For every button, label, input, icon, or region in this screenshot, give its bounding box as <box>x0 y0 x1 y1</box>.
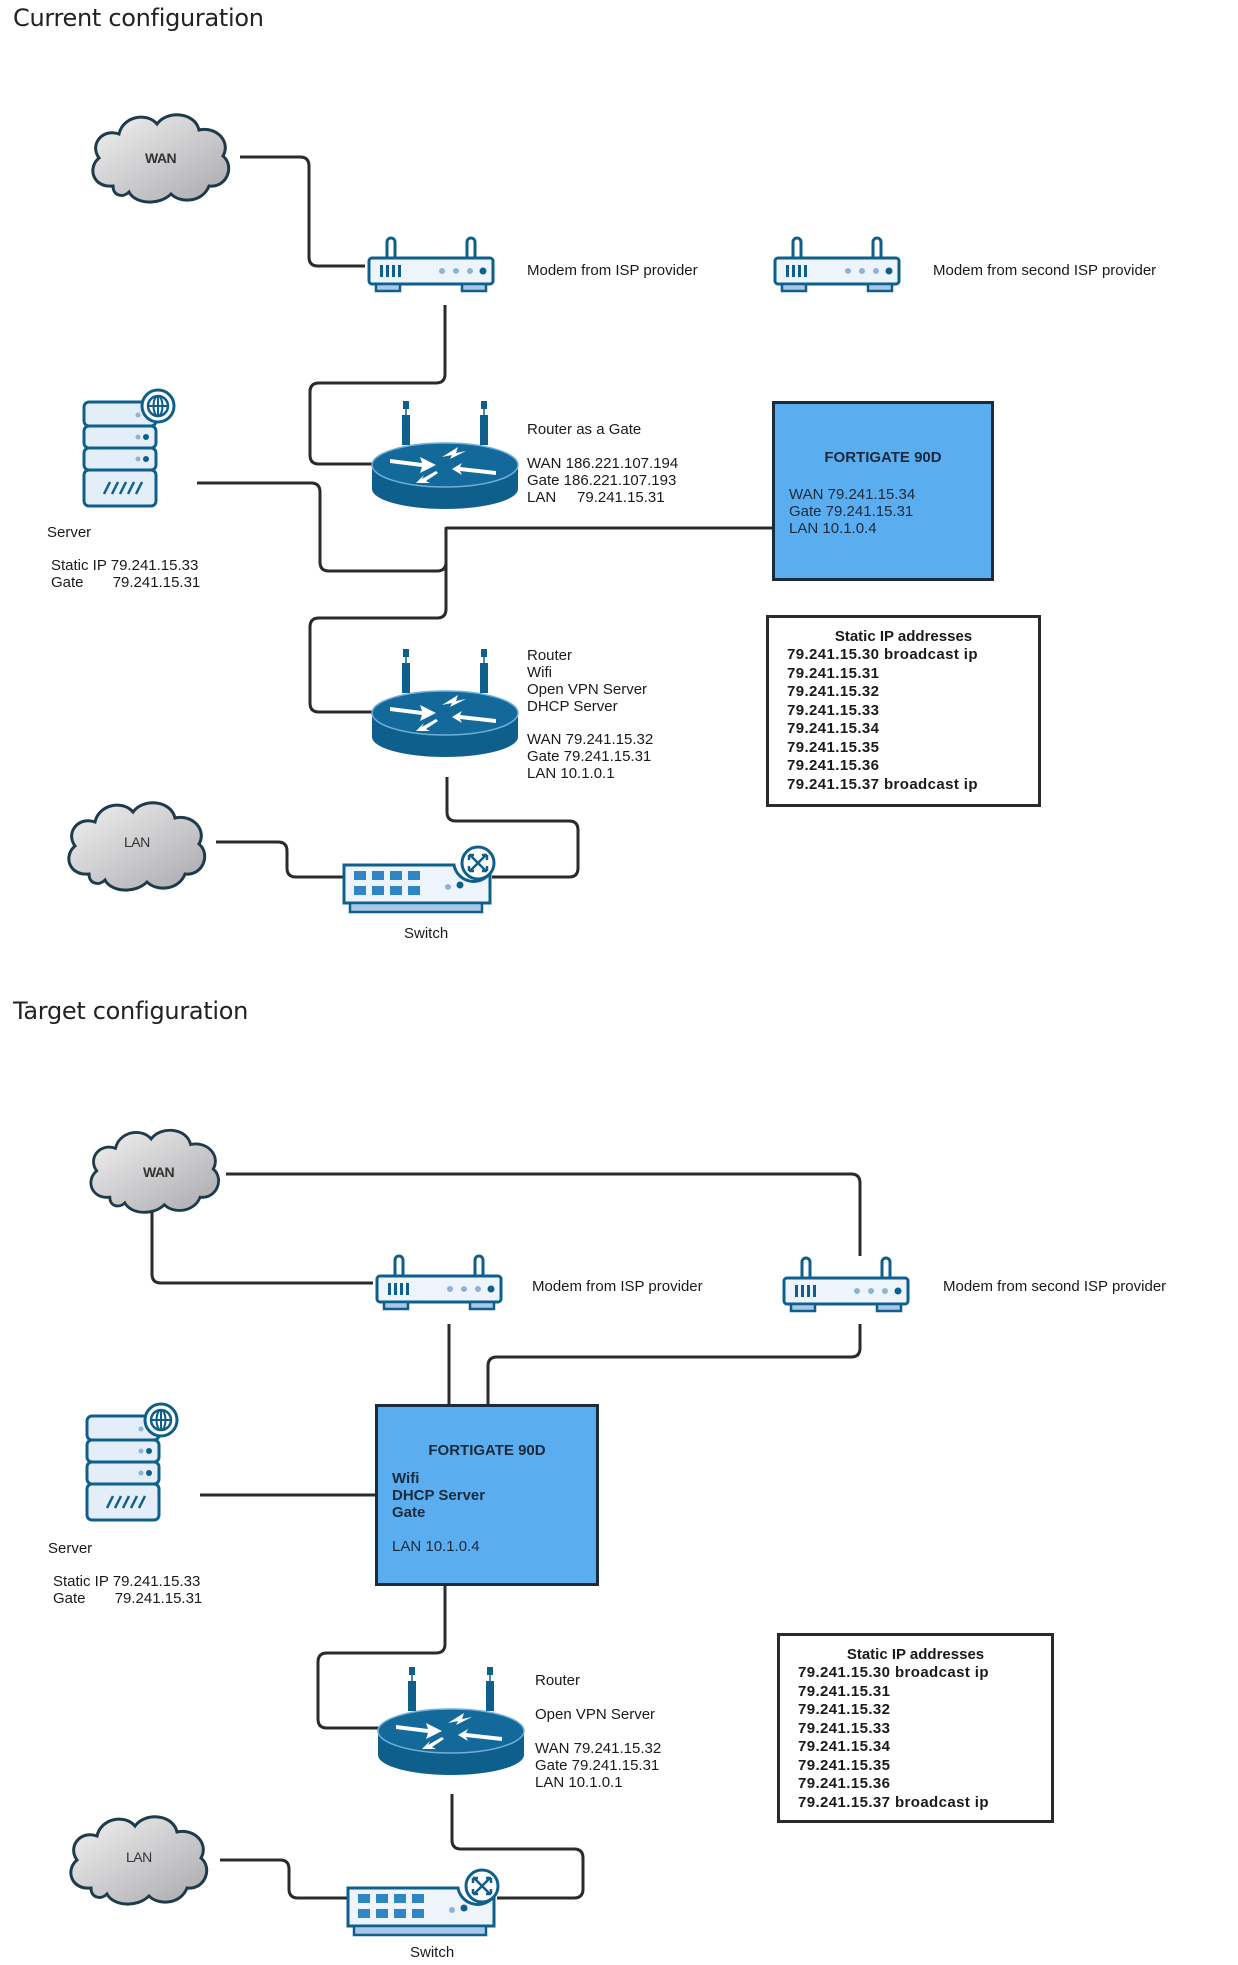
ip-row: 79.241.15.31 <box>798 1682 891 1700</box>
ip-row: 79.241.15.32 <box>787 683 880 700</box>
current-lan-router-wan: WAN 79.241.15.32 <box>527 731 654 748</box>
wire-wan-modem1 <box>150 1198 373 1285</box>
target-router-wan: WAN 79.241.15.32 <box>535 1740 662 1757</box>
target-ip-box-header: Static IP addresses <box>846 1646 985 1663</box>
target-fortigate-title: FORTIGATE 90D <box>428 1442 546 1459</box>
wire-lan-cloud-switch <box>220 1858 348 1900</box>
target-router-icon <box>376 1666 526 1778</box>
current-ip-box-header: Static IP addresses <box>834 628 973 645</box>
current-gate-router-wan: WAN 186.221.107.194 <box>527 455 679 472</box>
current-wan-cloud-label: WAN <box>145 150 177 166</box>
target-wan-cloud-label: WAN <box>143 1164 175 1180</box>
ip-row: 79.241.15.35 <box>787 738 880 756</box>
target-fortigate-role-dhcp: DHCP Server <box>392 1487 486 1504</box>
target-router-gate: Gate 79.241.15.31 <box>535 1757 660 1774</box>
target-modem1-label: Modem from ISP provider <box>532 1278 703 1295</box>
target-server-label: Server <box>48 1540 93 1557</box>
current-fortigate-title: FORTIGATE 90D <box>824 449 942 466</box>
ip-row: 79.241.15.36 <box>798 1775 891 1792</box>
ip-row: 79.241.15.33 <box>798 1719 891 1737</box>
target-lan-cloud-label: LAN <box>126 1849 152 1865</box>
ip-row: 79.241.15.37 broadcast ip <box>798 1793 989 1811</box>
wire-wan-modem2 <box>226 1172 862 1256</box>
ip-row: 79.241.15.32 <box>798 1701 891 1718</box>
wire-server-gate-router <box>197 481 448 573</box>
target-switch-icon <box>344 1866 504 1946</box>
wire-fortigate-router <box>316 1584 447 1730</box>
current-gate-router-gate: Gate 186.221.107.193 <box>527 472 677 489</box>
target-server-icon <box>83 1402 183 1522</box>
target-router-role-router: Router <box>535 1672 581 1689</box>
target-server-ip: Static IP 79.241.15.33 <box>53 1573 201 1590</box>
current-fortigate-gate: Gate 79.241.15.31 <box>789 503 914 520</box>
ip-row: 79.241.15.37 broadcast ip <box>787 775 978 793</box>
target-router-lan: LAN 10.1.0.1 <box>535 1774 623 1791</box>
current-lan-cloud-label: LAN <box>124 834 150 850</box>
target-fortigate-role-wifi: Wifi <box>392 1470 420 1487</box>
ip-row: 79.241.15.34 <box>798 1738 891 1755</box>
target-fortigate-role-gate: Gate <box>392 1504 426 1521</box>
current-modem1-label: Modem from ISP provider <box>527 262 698 279</box>
target-switch-label: Switch <box>410 1944 455 1961</box>
current-fortigate-box: FORTIGATE 90D WAN 79.241.15.34 Gate 79.2… <box>772 401 994 581</box>
wire-lan-router-switch <box>445 777 580 879</box>
wire-modem2-fortigate <box>486 1324 862 1404</box>
wire-lan-cloud-switch <box>216 840 344 879</box>
current-gate-router-lan: LAN 79.241.15.31 <box>527 489 665 506</box>
ip-row: 79.241.15.34 <box>787 720 880 737</box>
target-modem2-label: Modem from second ISP provider <box>943 1278 1167 1295</box>
current-fortigate-lan: LAN 10.1.0.4 <box>789 520 877 537</box>
target-modem1-icon <box>374 1254 504 1314</box>
wire-modem1-gate-router <box>308 305 447 466</box>
ip-row: 79.241.15.36 <box>787 757 880 774</box>
current-fortigate-wan: WAN 79.241.15.34 <box>789 486 916 503</box>
current-ip-addresses-box: Static IP addresses 79.241.15.30 broadca… <box>766 615 1041 807</box>
ip-row: 79.241.15.31 <box>787 664 880 682</box>
target-fortigate-box: FORTIGATE 90D Wifi DHCP Server Gate LAN … <box>375 1404 599 1586</box>
wire-router-switch <box>450 1794 585 1900</box>
current-server-ip: Static IP 79.241.15.33 <box>51 557 199 574</box>
target-router-role-vpn: Open VPN Server <box>535 1706 656 1723</box>
target-config-title: Target configuration <box>13 997 249 1025</box>
current-modem2-label: Modem from second ISP provider <box>933 262 1157 279</box>
target-server-gate: Gate 79.241.15.31 <box>53 1590 203 1607</box>
current-lan-router-role-wifi: Wifi <box>527 664 552 681</box>
current-switch-label: Switch <box>404 925 449 942</box>
target-fortigate-lan: LAN 10.1.0.4 <box>392 1538 480 1555</box>
target-modem2-icon <box>781 1256 911 1316</box>
current-lan-router-role-dhcp: DHCP Server <box>527 698 618 715</box>
current-lan-router-role-router: Router <box>527 647 573 664</box>
current-lan-router-role-vpn: Open VPN Server <box>527 681 648 698</box>
current-lan-router-gate: Gate 79.241.15.31 <box>527 748 652 765</box>
wire-gate-router-lan-router <box>308 528 448 714</box>
wire-wan-modem1 <box>240 155 365 268</box>
target-ip-addresses-box: Static IP addresses 79.241.15.30 broadca… <box>777 1633 1054 1823</box>
current-lan-router-lan: LAN 10.1.0.1 <box>527 765 615 782</box>
ip-row: 79.241.15.30 broadcast ip <box>798 1664 989 1681</box>
current-server-gate: Gate 79.241.15.31 <box>51 574 201 591</box>
current-gate-router-title: Router as a Gate <box>527 421 642 438</box>
ip-row: 79.241.15.35 <box>798 1756 891 1774</box>
current-config-title: Current configuration <box>13 4 264 32</box>
ip-row: 79.241.15.33 <box>787 701 880 719</box>
current-server-label: Server <box>47 524 92 541</box>
ip-row: 79.241.15.30 broadcast ip <box>787 646 978 663</box>
